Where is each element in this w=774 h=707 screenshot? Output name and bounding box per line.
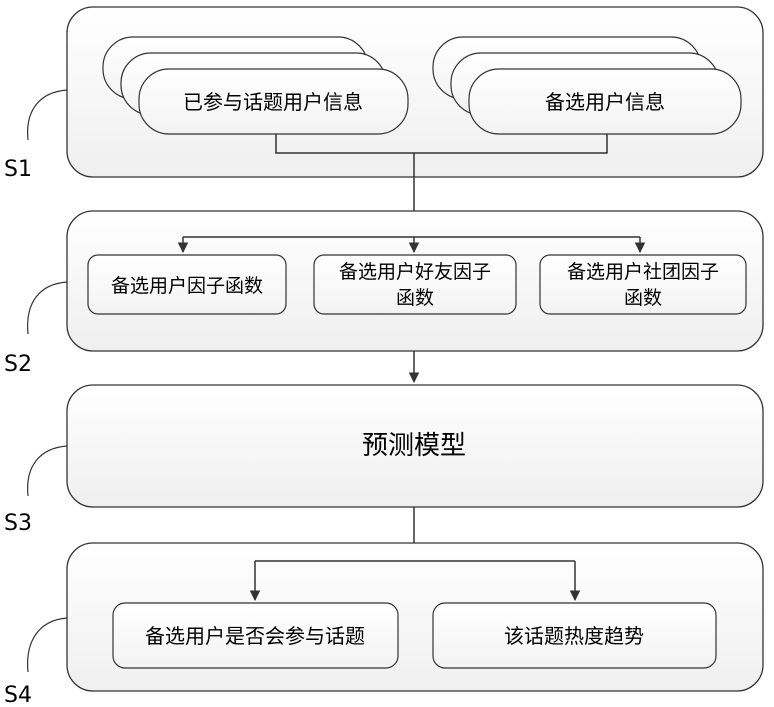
s2-callout-curve (28, 282, 67, 334)
s1-left-box-label: 已参与话题用户信息 (183, 90, 363, 114)
s4-box-right-label: 该话题热度趋势 (504, 624, 644, 648)
s3-section: S3 预测模型 (4, 385, 763, 536)
s2-box-3-label-line2: 函数 (624, 287, 662, 309)
s4-label: S4 (4, 683, 32, 707)
s1-right-box-label: 备选用户信息 (545, 90, 665, 114)
s2-box-1-label: 备选用户因子函数 (111, 275, 263, 297)
s3-title: 预测模型 (362, 431, 466, 461)
s4-callout-curve (28, 618, 67, 672)
s3-label: S3 (4, 511, 32, 536)
s2-section: S2 备选用户因子函数 备选用户好友因子 函数 备选用户社团因子 函数 (4, 211, 763, 377)
s3-callout-curve (28, 446, 67, 496)
s1-section: S1 已参与话题用户信息 备选用户信息 (4, 7, 763, 182)
s1-callout-curve (28, 90, 67, 140)
s1-label: S1 (4, 157, 32, 182)
s2-box-3-label-line1: 备选用户社团因子 (567, 261, 719, 283)
s4-box-left-label: 备选用户是否会参与话题 (145, 624, 365, 648)
s2-box-2-label-line2: 函数 (396, 287, 434, 309)
s4-section: S4 备选用户是否会参与话题 该话题热度趋势 (4, 543, 763, 707)
s2-box-2-label-line1: 备选用户好友因子 (339, 261, 491, 283)
s2-label: S2 (4, 352, 32, 377)
